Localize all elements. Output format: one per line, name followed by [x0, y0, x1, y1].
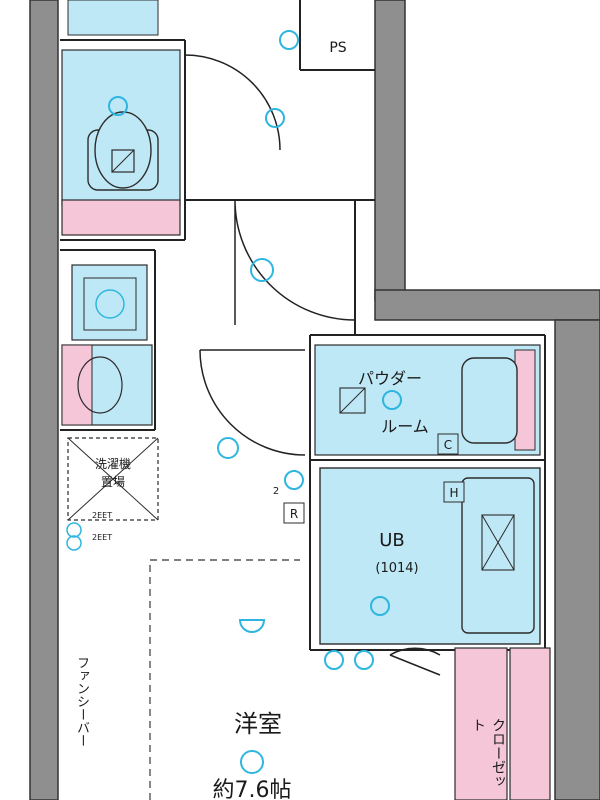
doors — [184, 54, 441, 676]
code-r-label: R — [290, 507, 298, 521]
kitchen-sink — [83, 277, 137, 331]
washer-drain-icon — [66, 522, 82, 538]
switch-icon-1 — [279, 30, 299, 50]
unit-bath-size: (1014) — [375, 561, 418, 576]
western-room-light-icon — [240, 750, 264, 774]
wall-right-upper — [374, 0, 406, 301]
unit-bath-label: UB — [379, 530, 405, 551]
western-room-label: 洋室 — [234, 710, 282, 738]
western-room-door — [199, 349, 306, 456]
powder-light-icon — [382, 390, 402, 410]
hall-symbols — [217, 30, 374, 670]
powder-room — [314, 344, 541, 456]
outlet-icon-2 — [354, 650, 374, 670]
hall-light-icon-1 — [265, 108, 285, 128]
ps-label: PS — [329, 40, 346, 56]
wall-far-right — [554, 319, 600, 800]
toilet-light-icon — [108, 96, 128, 116]
code-h-box — [443, 481, 465, 503]
powder-room-label-1: パウダー — [358, 369, 422, 388]
washer-label-1: 洗濯機 — [95, 456, 131, 471]
walls — [29, 0, 600, 800]
hall-door — [234, 199, 356, 325]
toilet-counter — [61, 199, 181, 236]
left-fixtures — [61, 264, 153, 426]
western-room — [149, 559, 300, 800]
code-r-box — [283, 502, 305, 524]
switch-icon-2 — [284, 470, 304, 490]
washbasin — [461, 357, 518, 444]
bathtub-drain-box — [481, 514, 515, 571]
closet-door — [389, 647, 441, 676]
wall-right-lower — [374, 289, 600, 321]
closet-floor-2 — [509, 647, 551, 800]
ceiling-light-icon — [238, 619, 266, 633]
code-c-label: C — [444, 438, 452, 452]
washer-area — [66, 437, 159, 551]
western-room-area: 約7.6帖 — [213, 778, 292, 800]
vanity-accent — [61, 344, 93, 426]
closet — [454, 647, 551, 800]
num-2-label: 2 — [273, 486, 279, 497]
code-h-label: H — [449, 486, 458, 500]
powder-shelf — [339, 387, 366, 414]
hall-light-icon-2 — [250, 258, 274, 282]
unit-bath — [319, 467, 541, 645]
toilet-room — [61, 0, 181, 236]
outlet-icon-1 — [324, 650, 344, 670]
hall-light-icon-3 — [217, 437, 239, 459]
washer-tap-icon — [66, 535, 82, 551]
powder-room-label-2: ルーム — [381, 417, 429, 436]
bath-fan-icon — [370, 596, 390, 616]
fan-label: ファンシーバー — [74, 656, 89, 747]
spec-label-1: 2EET — [92, 511, 112, 520]
closet-label: クローゼット — [470, 718, 506, 788]
toilet-top-fixture — [67, 0, 159, 36]
code-c-box — [437, 433, 459, 455]
toilet-seat-square — [111, 149, 135, 173]
toilet-door — [184, 54, 281, 151]
washer-label-2: 置場 — [101, 475, 125, 489]
wall-left — [29, 0, 59, 800]
closet-floor — [454, 647, 508, 800]
powder-accent — [514, 349, 536, 451]
bathtub — [461, 477, 535, 634]
spec-label-2: 2EET — [92, 533, 112, 542]
western-room-outline — [149, 559, 300, 800]
